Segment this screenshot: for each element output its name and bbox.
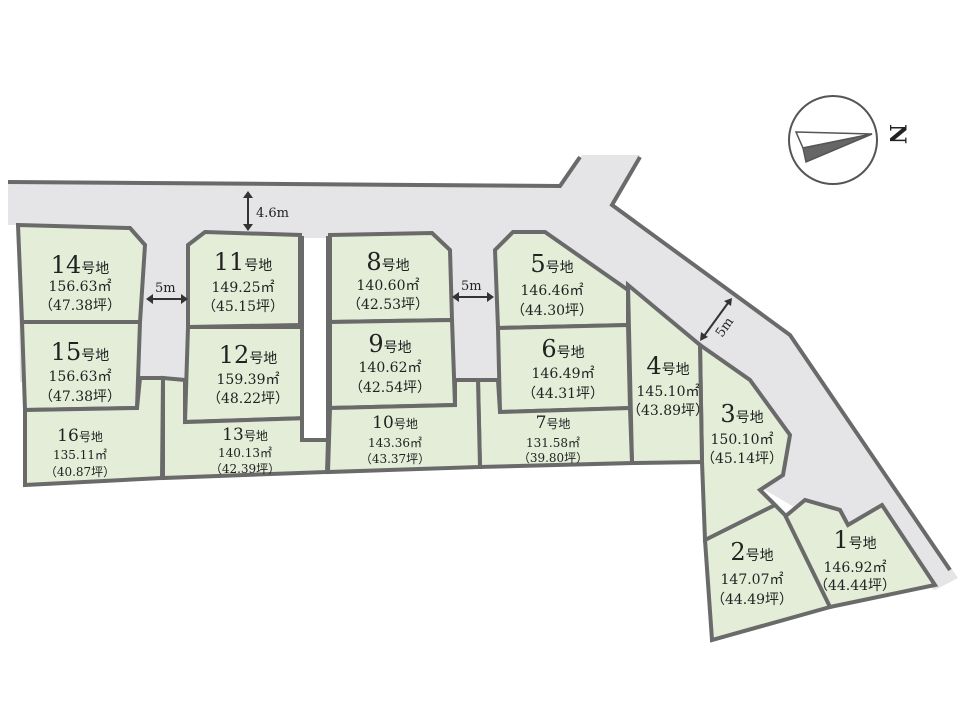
lot-number-label: 8号地 bbox=[366, 248, 409, 276]
lot-number-label: 1号地 bbox=[833, 526, 876, 554]
lot-tsubo: （43.89坪） bbox=[627, 403, 709, 419]
lot-number: 9 bbox=[368, 330, 383, 358]
lot-area: 150.10㎡ bbox=[711, 432, 774, 448]
lot-area: 146.92㎡ bbox=[824, 560, 887, 576]
road-edge-north bbox=[7, 155, 582, 189]
lot-tsubo: （47.38坪） bbox=[39, 298, 121, 314]
lot-number-label: 13号地 bbox=[222, 425, 268, 445]
lots-layer bbox=[15, 222, 939, 643]
lot-number: 3 bbox=[720, 400, 735, 428]
lot-number-label: 4号地 bbox=[646, 352, 689, 380]
north-label: N bbox=[884, 124, 910, 144]
lot-area: 146.46㎡ bbox=[521, 283, 584, 299]
lot-suffix: 号地 bbox=[546, 417, 570, 431]
lot-tsubo: （44.30坪） bbox=[511, 303, 593, 319]
lot-number: 7 bbox=[536, 413, 547, 433]
lot-suffix: 号地 bbox=[382, 258, 410, 274]
lot-suffix: 号地 bbox=[746, 548, 774, 564]
lot-tsubo: （44.44坪） bbox=[814, 578, 896, 594]
lot-area: 140.62㎡ bbox=[359, 360, 422, 376]
lot-tsubo: （47.38坪） bbox=[39, 389, 121, 405]
lot-number: 4 bbox=[646, 352, 661, 380]
dimension-main-road: 4.6m bbox=[243, 191, 289, 231]
lot-area: 140.60㎡ bbox=[357, 278, 420, 294]
lot-tsubo: （44.49坪） bbox=[711, 592, 793, 608]
road-edge-east bbox=[609, 155, 952, 572]
lot-14[interactable] bbox=[15, 222, 148, 324]
lot-number-label: 14号地 bbox=[51, 251, 110, 279]
lot-16[interactable] bbox=[23, 376, 166, 488]
lot-area: 156.63㎡ bbox=[49, 279, 112, 295]
dimension-label: 5m bbox=[461, 279, 482, 294]
lot-number: 1 bbox=[833, 526, 848, 554]
lot-number: 2 bbox=[730, 538, 745, 566]
lot-suffix: 号地 bbox=[849, 536, 877, 552]
lot-tsubo: （45.15坪） bbox=[202, 299, 284, 315]
lot-area: 146.49㎡ bbox=[532, 366, 595, 382]
lot-number-label: 7号地 bbox=[536, 413, 571, 433]
lot-number-label: 15号地 bbox=[51, 338, 110, 366]
lot-tsubo: （44.31坪） bbox=[522, 386, 604, 402]
dimension-label: 5m bbox=[155, 281, 176, 296]
lot-number: 6 bbox=[541, 335, 556, 363]
dimension-label: 4.6m bbox=[256, 206, 289, 221]
dimension-west-road: 5m bbox=[146, 281, 188, 304]
lot-number-label: 9号地 bbox=[368, 330, 411, 358]
lot-area: 147.07㎡ bbox=[721, 572, 784, 588]
lot-suffix: 号地 bbox=[249, 351, 277, 367]
lot-number-label: 6号地 bbox=[541, 335, 584, 363]
lot-area: 149.25㎡ bbox=[212, 280, 275, 296]
lot-tsubo: （43.37坪） bbox=[360, 452, 430, 466]
lot-area: 140.13㎡ bbox=[218, 446, 272, 460]
lot-number-label: 10号地 bbox=[372, 413, 418, 433]
lot-tsubo: （42.54坪） bbox=[349, 380, 431, 396]
lot-suffix: 号地 bbox=[557, 345, 585, 361]
lot-suffix: 号地 bbox=[662, 362, 690, 378]
lot-suffix: 号地 bbox=[79, 430, 103, 444]
lot-number-label: 5号地 bbox=[530, 250, 573, 278]
lot-area: 135.11㎡ bbox=[53, 448, 107, 462]
lot-suffix: 号地 bbox=[244, 258, 272, 274]
open-strip bbox=[303, 238, 326, 438]
lot-area: 143.36㎡ bbox=[368, 436, 422, 450]
lot-number: 10 bbox=[372, 413, 394, 433]
lot-tsubo: （39.80坪） bbox=[518, 451, 588, 465]
lot-area: 145.10㎡ bbox=[637, 384, 700, 400]
lot-number: 5 bbox=[530, 250, 545, 278]
lot-number: 12 bbox=[219, 341, 250, 369]
lot-tsubo: （42.39坪） bbox=[210, 462, 280, 476]
lot-suffix: 号地 bbox=[81, 261, 109, 277]
lot-area: 131.58㎡ bbox=[526, 436, 580, 450]
north-arrow-icon: N bbox=[788, 95, 910, 185]
lot-number-label: 11号地 bbox=[214, 248, 273, 276]
lot-3[interactable] bbox=[697, 341, 793, 544]
lot-tsubo: （42.53坪） bbox=[347, 297, 429, 313]
lot-tsubo: （48.22坪） bbox=[207, 391, 289, 407]
lot-area: 159.39㎡ bbox=[217, 372, 280, 388]
lot-number-label: 12号地 bbox=[219, 341, 278, 369]
lot-number: 16 bbox=[57, 426, 79, 446]
dimension-center-road: 5m bbox=[452, 279, 494, 302]
lot-number: 15 bbox=[51, 338, 82, 366]
lot-suffix: 号地 bbox=[546, 260, 574, 276]
labels-layer: 1号地146.92㎡（44.44坪）2号地147.07㎡（44.49坪）3号地1… bbox=[39, 248, 896, 608]
lot-tsubo: （40.87坪） bbox=[45, 465, 115, 479]
lot-tsubo: （45.14坪） bbox=[701, 451, 783, 467]
lot-suffix: 号地 bbox=[244, 429, 268, 443]
lot-suffix: 号地 bbox=[394, 417, 418, 431]
lot-suffix: 号地 bbox=[81, 348, 109, 364]
lot-number-label: 3号地 bbox=[720, 400, 763, 428]
lot-number: 13 bbox=[222, 425, 244, 445]
lot-suffix: 号地 bbox=[736, 410, 764, 426]
lot-number: 8 bbox=[366, 248, 381, 276]
lot-suffix: 号地 bbox=[384, 340, 412, 356]
lot-area: 156.63㎡ bbox=[49, 369, 112, 385]
lot-number: 11 bbox=[214, 248, 245, 276]
lot-number-label: 2号地 bbox=[730, 538, 773, 566]
lot-number-label: 16号地 bbox=[57, 426, 103, 446]
lot-number: 14 bbox=[51, 251, 82, 279]
